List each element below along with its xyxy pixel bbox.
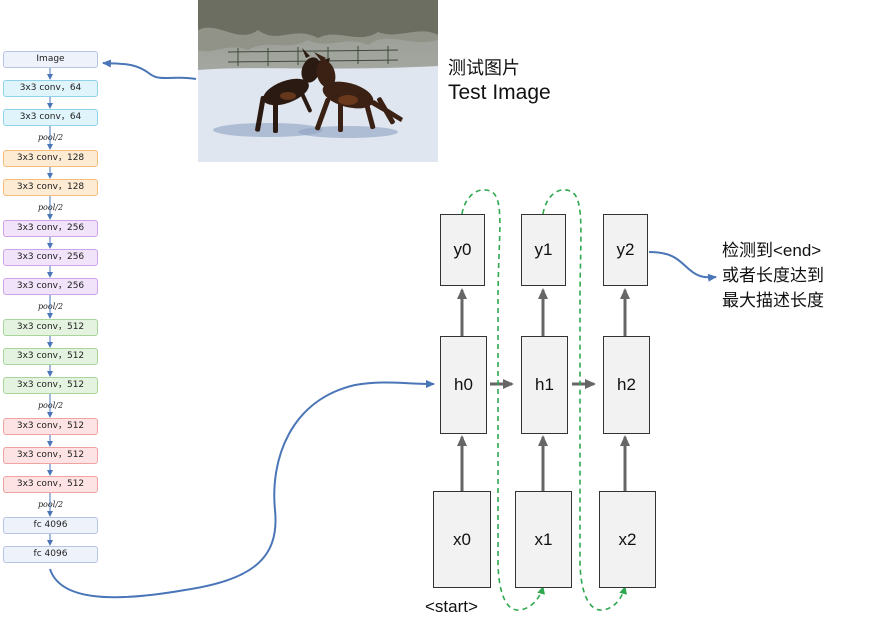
vgg-layer-box: fc 4096 bbox=[3, 546, 98, 563]
pool-label: pool/2 bbox=[37, 500, 64, 509]
y1-to-x2-feedback bbox=[542, 189, 628, 611]
pool-label: pool/2 bbox=[37, 401, 64, 410]
pool-label: pool/2 bbox=[37, 133, 64, 142]
end-note-line-1: 检测到<end> bbox=[722, 241, 822, 260]
h2-label: h2 bbox=[617, 375, 636, 394]
vgg-layer-box: Image bbox=[3, 51, 98, 68]
output-node-y2: y2 bbox=[603, 214, 648, 286]
vgg-layer-box: 3x3 conv，256 bbox=[3, 220, 98, 237]
start-token-label: <start> bbox=[425, 597, 478, 616]
end-note-line-2: 或者长度达到 bbox=[722, 266, 824, 285]
y0-to-x1-feedback bbox=[461, 189, 546, 611]
vgg-layer-box: 3x3 conv，256 bbox=[3, 249, 98, 266]
vgg-layer-box: 3x3 conv，512 bbox=[3, 319, 98, 336]
caption-zh: 测试图片 bbox=[448, 58, 520, 78]
test-image bbox=[198, 0, 438, 162]
test-image-caption: 测试图片 Test Image bbox=[448, 56, 551, 106]
fc-to-h0-arrow bbox=[49, 379, 435, 599]
y2-label: y2 bbox=[616, 240, 635, 259]
vgg-layer-box: 3x3 conv，128 bbox=[3, 150, 98, 167]
input-node-x1: x1 bbox=[515, 491, 572, 588]
vgg-layer-box: 3x3 conv，256 bbox=[3, 278, 98, 295]
vgg-layer-box: fc 4096 bbox=[3, 517, 98, 534]
vgg-layer-box: 3x3 conv，512 bbox=[3, 348, 98, 365]
y0-label: y0 bbox=[453, 240, 472, 259]
vgg-layer-box: 3x3 conv，128 bbox=[3, 179, 98, 196]
pool-label: pool/2 bbox=[37, 203, 64, 212]
vgg-layer-box: 3x3 conv，512 bbox=[3, 377, 98, 394]
y1-label: y1 bbox=[534, 240, 553, 259]
vgg-layer-box: 3x3 conv，512 bbox=[3, 447, 98, 464]
input-node-x2: x2 bbox=[599, 491, 656, 588]
x1-label: x1 bbox=[534, 529, 553, 549]
image-to-vgg-arrow bbox=[102, 59, 197, 80]
hidden-node-h2: h2 bbox=[603, 336, 650, 434]
vgg-layer-box: 3x3 conv，512 bbox=[3, 476, 98, 493]
end-condition-note: 检测到<end> 或者长度达到 最大描述长度 bbox=[722, 238, 824, 313]
hidden-node-h1: h1 bbox=[521, 336, 568, 434]
x2-label: x2 bbox=[618, 529, 637, 549]
end-note-line-3: 最大描述长度 bbox=[722, 291, 824, 310]
h0-label: h0 bbox=[454, 375, 473, 394]
input-node-x0: x0 bbox=[433, 491, 491, 588]
hidden-node-h0: h0 bbox=[440, 336, 487, 434]
h1-label: h1 bbox=[535, 375, 554, 394]
vgg-layer-box: 3x3 conv，64 bbox=[3, 80, 98, 97]
output-node-y0: y0 bbox=[440, 214, 485, 286]
x0-label: x0 bbox=[453, 529, 471, 549]
y2-to-note-arrow bbox=[648, 251, 717, 282]
caption-en: Test Image bbox=[448, 81, 551, 104]
pool-label: pool/2 bbox=[37, 302, 64, 311]
vgg-layer-box: 3x3 conv，64 bbox=[3, 109, 98, 126]
vgg-layer-box: 3x3 conv，512 bbox=[3, 418, 98, 435]
output-node-y1: y1 bbox=[521, 214, 566, 286]
